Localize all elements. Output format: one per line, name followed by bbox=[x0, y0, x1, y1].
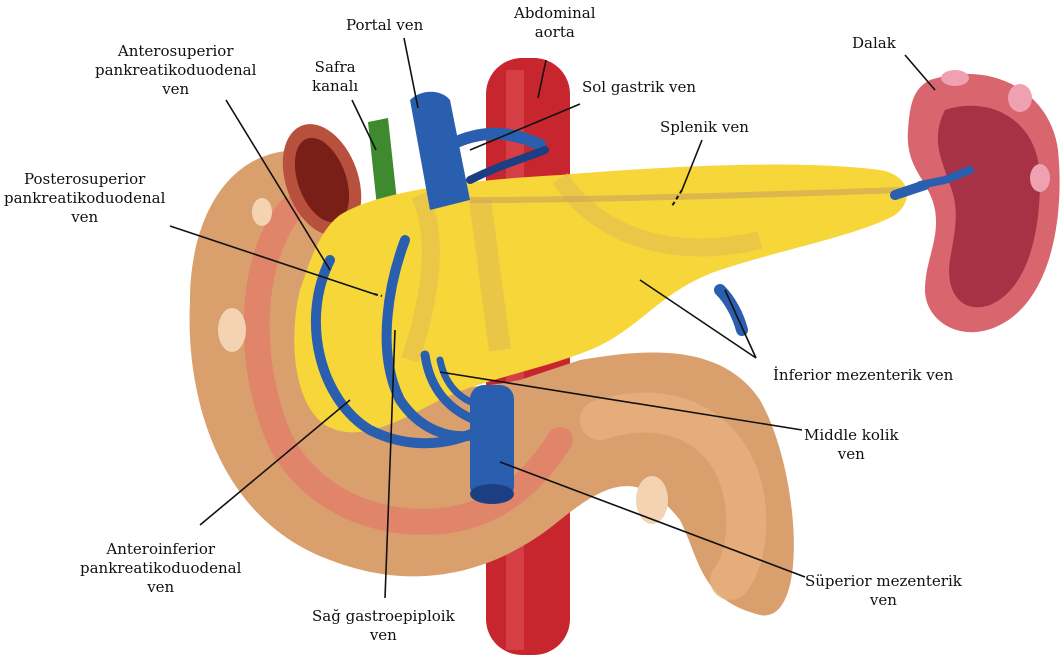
label-superior-mesenteric-vein: Süperior mezenterik ven bbox=[805, 572, 962, 610]
label-anterosuperior-vein: Anterosuperior pankreatikoduodenal ven bbox=[95, 42, 256, 99]
inferior-mesenteric-vein bbox=[720, 290, 742, 330]
label-anteroinferior-vein: Anteroinferior pankreatikoduodenal ven bbox=[80, 540, 241, 597]
label-abdominal-aorta: Abdominal aorta bbox=[514, 4, 596, 42]
label-left-gastric-vein: Sol gastrik ven bbox=[582, 78, 696, 97]
label-inferior-mesenteric-vein: İnferior mezenterik ven bbox=[773, 366, 953, 385]
label-bile-duct: Safra kanalı bbox=[312, 58, 358, 96]
label-middle-colic-vein: Middle kolik ven bbox=[804, 426, 899, 464]
label-right-gastroepiploic-vein: Sağ gastroepiploik ven bbox=[312, 607, 455, 645]
label-spleen: Dalak bbox=[852, 34, 896, 53]
label-posterosuperior-vein: Posterosuperior pankreatikoduodenal ven bbox=[4, 170, 165, 227]
label-splenic-vein: Splenik ven bbox=[660, 118, 749, 137]
label-portal-vein: Portal ven bbox=[346, 16, 423, 35]
